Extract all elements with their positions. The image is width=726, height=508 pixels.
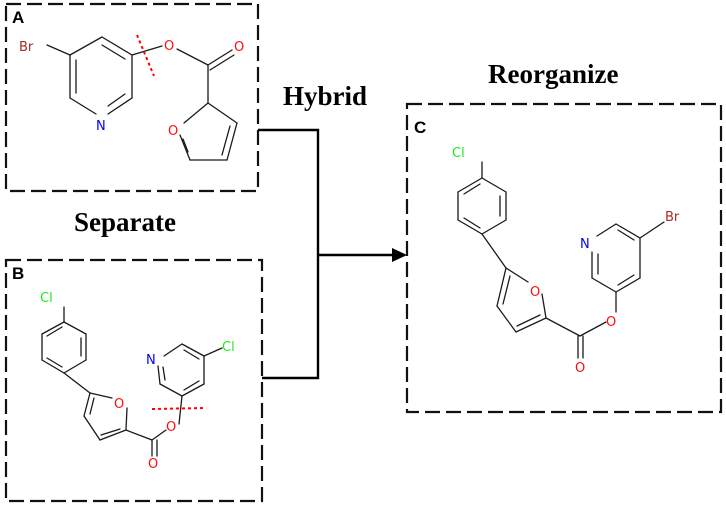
- molecule-c-carbonyl-o-atom: O: [575, 361, 585, 376]
- molecule-b-furan-o-atom: O: [114, 397, 124, 412]
- molecule-b-cl-pyridine-atom: Cl: [222, 340, 235, 355]
- panel-c-box: [405, 102, 723, 414]
- connector-bracket: [258, 128, 320, 380]
- panel-b-label: B: [12, 264, 24, 283]
- molecule-a-cut-line: [136, 34, 155, 77]
- molecule-c-cl-phenyl-atom: Cl: [452, 146, 465, 161]
- molecule-c-phenyl-ring: [457, 177, 507, 235]
- molecule-c-pyridine-ring: [591, 223, 641, 293]
- molecule-a-o-bond: [131, 45, 163, 56]
- molecule-a-br-atom: Br: [19, 40, 34, 55]
- molecule-b-cut-line: [151, 407, 207, 410]
- molecule-b-ester-o-atom: O: [166, 420, 176, 435]
- molecule-a-furan-o-atom: O: [168, 124, 178, 139]
- molecule-a-br-bond: [46, 44, 71, 56]
- molecule-b-n-atom: N: [146, 353, 156, 368]
- molecule-c-furan-o-atom: O: [530, 285, 540, 300]
- molecule-a-pyridine-ring: [69, 36, 133, 115]
- molecule-c-ester-o-atom: O: [606, 315, 616, 330]
- hybrid-connector: [258, 128, 407, 380]
- molecule-b-cl-phenyl-atom: Cl: [40, 291, 53, 306]
- molecule-c-n-atom: N: [580, 237, 590, 252]
- molecule-b-phenyl-ring: [41, 321, 87, 374]
- molecule-a-n-atom: N: [96, 119, 106, 134]
- molecule-a-furan-ring: [179, 102, 238, 161]
- panel-a-label: A: [12, 8, 24, 27]
- separate-caption: Separate: [74, 207, 176, 237]
- panel-b-box: [4, 258, 264, 503]
- molecule-b-furan-ring: [83, 392, 128, 441]
- panel-c-label: C: [414, 118, 426, 137]
- panel-a-box: [4, 2, 260, 193]
- hybrid-caption: Hybrid: [283, 81, 367, 111]
- molecule-c-furan-ring: [496, 267, 547, 333]
- molecule-b: Cl O O O: [40, 291, 235, 472]
- molecule-a-carbonyl-o-atom: O: [234, 40, 244, 55]
- reorganize-caption: Reorganize: [488, 59, 618, 89]
- molecule-c-br-atom: Br: [665, 210, 680, 225]
- molecule-a-ester-o-atom: O: [164, 39, 174, 54]
- molecule-a: Br N O O O: [19, 34, 244, 161]
- molecule-b-pyridine-ring: [157, 343, 205, 397]
- molecule-b-carbonyl-o-atom: O: [148, 457, 158, 472]
- molecule-c: Cl O O O: [452, 146, 680, 376]
- connector-arrowhead: [392, 248, 407, 262]
